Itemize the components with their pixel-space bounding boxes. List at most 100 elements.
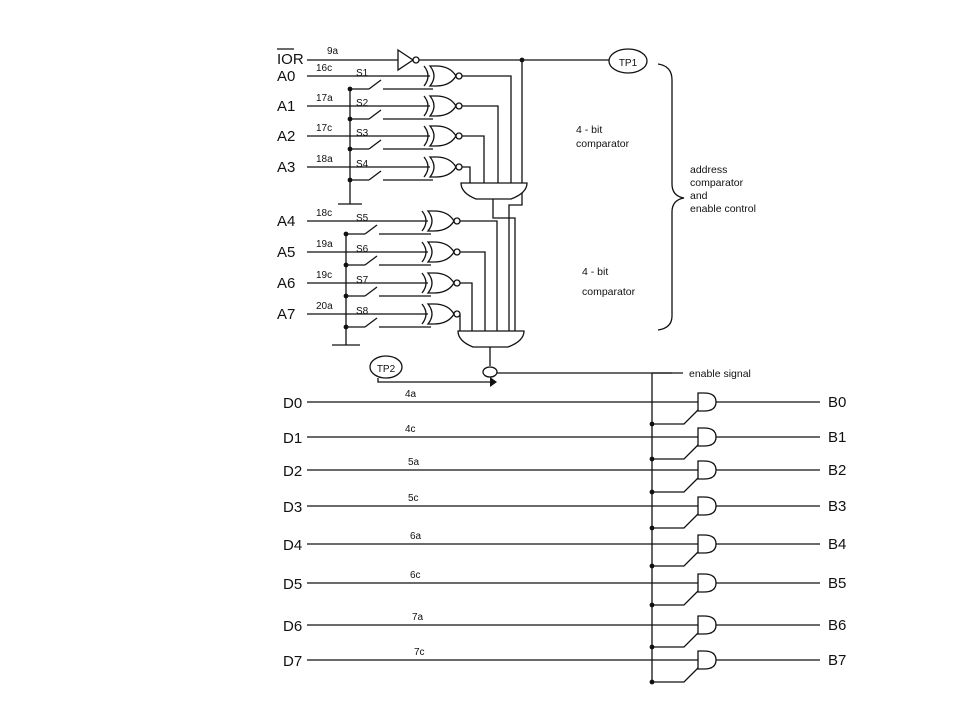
- enable-branch-wire: [652, 665, 701, 683]
- xor-output-wire: [462, 166, 471, 183]
- enable-branch-wire: [652, 442, 701, 460]
- buffer-gate: [697, 427, 717, 447]
- tp2-wire: [377, 378, 492, 383]
- tp2-circle: [369, 355, 403, 379]
- enable-to-and2-wire: [508, 185, 523, 331]
- xor-input-arc: [421, 272, 427, 294]
- xor-gate: [428, 156, 457, 178]
- data-pin-label: 4a: [405, 389, 417, 400]
- enable-inverter-bubble: [482, 366, 498, 378]
- enable-branch-wire: [652, 407, 701, 425]
- xor-input-arc: [423, 65, 429, 87]
- data-line-label: D1: [283, 430, 302, 447]
- switch-label: S2: [356, 98, 369, 109]
- output-label: B7: [828, 652, 846, 669]
- data-line-label: D7: [283, 653, 302, 670]
- comparator-top-line2: comparator: [576, 138, 630, 150]
- ior-inverter-bubble: [412, 56, 420, 64]
- enable-branch-wire: [652, 630, 701, 648]
- brace-label-line: address: [690, 164, 727, 176]
- switch-blade: [364, 286, 378, 297]
- ior-label: IOR: [277, 51, 304, 68]
- output-label: B0: [828, 394, 846, 411]
- address-pin-label: 17a: [316, 93, 333, 104]
- data-pin-label: 7c: [414, 647, 425, 658]
- output-label: B4: [828, 536, 846, 553]
- buffer-gate: [697, 534, 717, 554]
- switch-blade: [368, 109, 382, 120]
- comparator-and-gate-top: [460, 182, 528, 200]
- comparator-bottom-line2: comparator: [582, 286, 636, 298]
- xor-input-arc: [421, 303, 427, 325]
- data-line-label: D3: [283, 499, 302, 516]
- ior-buffer-gate: [397, 48, 415, 72]
- output-label: B6: [828, 617, 846, 634]
- xor-gate: [428, 125, 457, 147]
- brace-label-line: and: [690, 190, 708, 202]
- output-label: B2: [828, 462, 846, 479]
- address-pin-label: 17c: [316, 123, 332, 134]
- xor-output-bubble: [453, 310, 461, 318]
- xor-gate: [428, 65, 457, 87]
- data-line-label: D2: [283, 463, 302, 480]
- data-pin-label: 6a: [410, 531, 422, 542]
- data-pin-label: 4c: [405, 424, 416, 435]
- output-label: B3: [828, 498, 846, 515]
- tp2-label: TP2: [377, 364, 396, 375]
- switch-blade: [364, 224, 378, 235]
- xor-output-bubble: [453, 279, 461, 287]
- comparator-top-line1: 4 - bit: [576, 124, 602, 136]
- xor-gate: [426, 272, 455, 294]
- output-label: B1: [828, 429, 846, 446]
- data-line-label: D4: [283, 537, 302, 554]
- buffer-gate: [697, 496, 717, 516]
- switch-blade: [364, 255, 378, 266]
- address-pin-label: 18c: [316, 208, 332, 219]
- xor-output-wire: [460, 251, 486, 331]
- brace: [657, 63, 685, 331]
- output-label: B5: [828, 575, 846, 592]
- buffer-gate: [697, 573, 717, 593]
- xor-output-bubble: [455, 163, 463, 171]
- address-line-label: A6: [277, 275, 295, 292]
- enable-branch-wire: [652, 588, 701, 606]
- comparator-bottom-line1: 4 - bit: [582, 266, 608, 278]
- tp1-circle: [608, 48, 648, 74]
- buffer-gate: [697, 615, 717, 635]
- address-line-label: A0: [277, 68, 295, 85]
- tp2-arrowhead: [490, 377, 497, 387]
- data-line-label: D6: [283, 618, 302, 635]
- switch-blade: [368, 170, 382, 181]
- address-pin-label: 19a: [316, 239, 333, 250]
- xor-gate: [426, 303, 455, 325]
- switch-label: S6: [356, 244, 369, 255]
- xor-gate: [428, 95, 457, 117]
- enable-branch-wire: [652, 511, 701, 529]
- data-line-label: D5: [283, 576, 302, 593]
- switch-label: S7: [356, 275, 369, 286]
- enable-branch-wire: [652, 475, 701, 493]
- tp1-label: TP1: [619, 58, 638, 69]
- data-pin-label: 5a: [408, 457, 420, 468]
- xor-output-wire: [462, 75, 512, 183]
- xor-output-wire: [462, 105, 499, 183]
- switch-label: S8: [356, 306, 369, 317]
- switch-blade: [368, 79, 382, 90]
- xor-gate: [426, 241, 455, 263]
- enable-branch-wire: [652, 549, 701, 567]
- data-pin-label: 5c: [408, 493, 419, 504]
- address-pin-label: 16c: [316, 63, 332, 74]
- xor-output-bubble: [455, 102, 463, 110]
- switch-blade: [368, 139, 382, 150]
- xor-input-arc: [423, 95, 429, 117]
- data-pin-label: 7a: [412, 612, 424, 623]
- brace-label-line: enable control: [690, 203, 756, 215]
- xor-input-arc: [421, 241, 427, 263]
- xor-input-arc: [421, 210, 427, 232]
- ior-pin-label: 9a: [327, 46, 339, 57]
- buffer-gate: [697, 392, 717, 412]
- address-line-label: A2: [277, 128, 295, 145]
- brace-label-line: comparator: [690, 177, 744, 189]
- xor-input-arc: [423, 125, 429, 147]
